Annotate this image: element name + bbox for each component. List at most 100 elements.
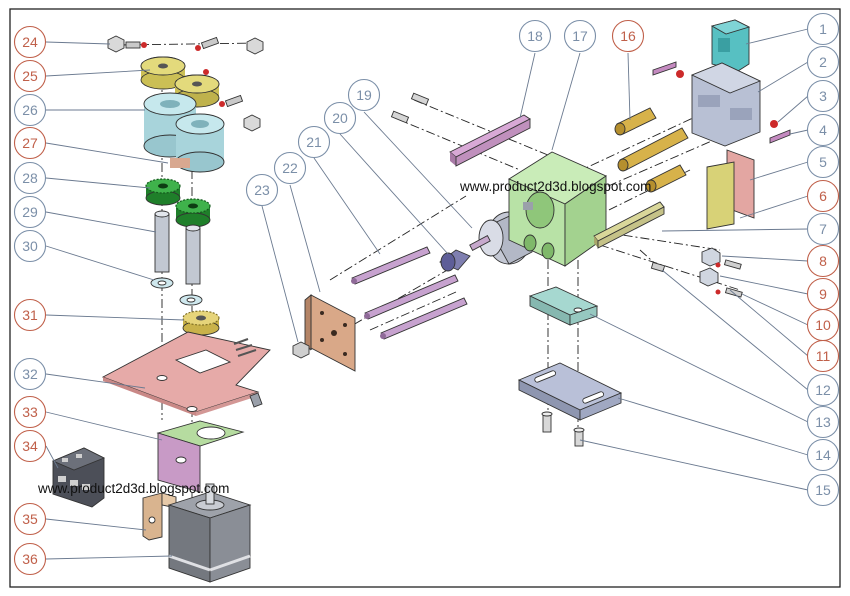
part-24-nuts: [107, 35, 264, 132]
part-3-4-pins: [652, 61, 791, 144]
part-1-top-clamp: [710, 19, 751, 72]
callout-26: 26: [13, 93, 47, 127]
callout-22: 22: [273, 151, 307, 185]
callout-label: 11: [816, 348, 831, 364]
callout-5: 5: [806, 145, 840, 179]
callout-circle: [13, 502, 47, 536]
part-26-pulleys: [143, 92, 225, 173]
callout-label: 27: [22, 135, 38, 151]
leader-lines: [45, 28, 809, 560]
callout-label: 32: [22, 366, 38, 382]
callout-label: 26: [22, 102, 38, 118]
callout-circle: [323, 101, 357, 135]
callout-10: 10: [806, 308, 840, 342]
callout-label: 13: [815, 414, 831, 430]
part-36-stepper-motor: [167, 483, 252, 583]
callout-label: 18: [527, 28, 543, 44]
part-19-screws: [390, 92, 430, 124]
callout-circle: [806, 12, 840, 46]
callout-label: 10: [815, 317, 831, 333]
part-34-switch-block: [51, 447, 106, 508]
callout-circle: [13, 93, 47, 127]
callout-label: 24: [22, 34, 38, 50]
callout-label: 31: [22, 307, 38, 323]
watermark-top: www.product2d3d.blogspot.com: [459, 179, 651, 194]
part-7-side-rail: [593, 201, 665, 249]
callout-circle: [13, 229, 47, 263]
callout-label: 3: [819, 88, 827, 104]
callout-circle: [806, 79, 840, 113]
callout-3: 3: [806, 79, 840, 113]
callout-29: 29: [13, 195, 47, 229]
callout-31: 31: [13, 298, 47, 332]
callout-label: 28: [22, 170, 38, 186]
callout-label: 15: [815, 482, 831, 498]
callout-16: 16: [611, 19, 645, 53]
callout-label: 9: [819, 286, 827, 302]
callout-19: 19: [347, 78, 381, 112]
callout-label: 6: [819, 188, 827, 204]
part-2-housing: [676, 62, 762, 147]
callout-17: 17: [563, 19, 597, 53]
callout-label: 17: [572, 28, 588, 44]
callout-6: 6: [806, 179, 840, 213]
callout-label: 23: [254, 182, 270, 198]
callout-circle: [13, 25, 47, 59]
callout-circle: [13, 395, 47, 429]
callout-21: 21: [297, 125, 331, 159]
callout-label: 4: [819, 122, 827, 138]
part-8-11-screw-set: [650, 247, 743, 298]
part-25-gear-hubs: [140, 56, 220, 108]
callout-circle: [13, 126, 47, 160]
callout-4: 4: [806, 113, 840, 147]
callout-7: 7: [806, 212, 840, 246]
callout-label: 25: [22, 68, 38, 84]
callout-circle: [245, 173, 279, 207]
callout-circle: [347, 78, 381, 112]
callout-label: 20: [332, 110, 348, 126]
callout-9: 9: [806, 277, 840, 311]
callout-14: 14: [806, 438, 840, 472]
callout-circle: [13, 195, 47, 229]
part-29-shafts: [154, 210, 201, 285]
part-16-linear-bushings: [614, 107, 689, 193]
part-30-washers: [150, 277, 203, 306]
callout-label: 7: [819, 221, 827, 237]
callout-18: 18: [518, 19, 552, 53]
callout-27: 27: [13, 126, 47, 160]
callout-15: 15: [806, 473, 840, 507]
part-33-motor-bracket: [156, 420, 245, 493]
callout-circle: [806, 179, 840, 213]
callout-32: 32: [13, 357, 47, 391]
callout-8: 8: [806, 244, 840, 278]
callout-label: 22: [282, 160, 298, 176]
part-22-back-plate: [304, 294, 356, 372]
callout-circle: [806, 339, 840, 373]
callout-circle: [806, 45, 840, 79]
callout-circle: [806, 405, 840, 439]
callout-circle: [806, 145, 840, 179]
callout-label: 12: [815, 382, 831, 398]
callout-circle: [13, 429, 47, 463]
callout-label: 21: [306, 134, 322, 150]
callout-33: 33: [13, 395, 47, 429]
callout-label: 14: [815, 447, 831, 463]
part-18-rail: [449, 114, 531, 167]
callout-circle: [806, 244, 840, 278]
part-15-bolts: [541, 411, 585, 447]
callout-circle: [806, 212, 840, 246]
callout-circle: [13, 542, 47, 576]
callout-circle: [13, 161, 47, 195]
callout-label: 1: [819, 21, 827, 37]
callout-36: 36: [13, 542, 47, 576]
callout-circle: [806, 113, 840, 147]
callout-circle: [13, 59, 47, 93]
callout-34: 34: [13, 429, 47, 463]
callout-13: 13: [806, 405, 840, 439]
callout-label: 35: [22, 511, 38, 527]
callout-label: 34: [22, 438, 38, 454]
part-32-base-plate: [101, 331, 271, 416]
callout-1: 1: [806, 12, 840, 46]
part-21-long-shafts: [351, 246, 468, 340]
callout-circle: [611, 19, 645, 53]
